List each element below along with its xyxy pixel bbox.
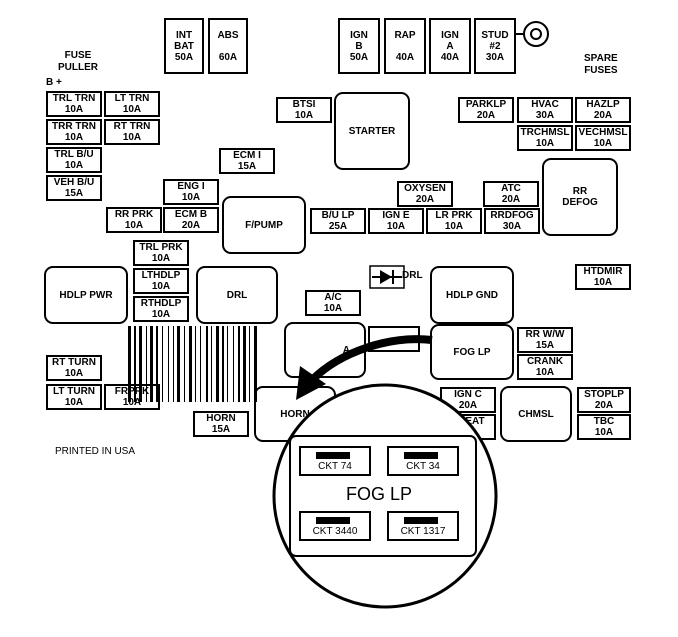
fuse-vechmsl: VECHMSL 10A bbox=[575, 125, 631, 151]
fuse-hazlp: HAZLP 20A bbox=[575, 97, 631, 123]
fuse-trl-trn: TRL TRN 10A bbox=[46, 91, 102, 117]
fuse-trchmsl: TRCHMSL 10A bbox=[517, 125, 573, 151]
fuse-parklp: PARKLP 20A bbox=[458, 97, 514, 123]
fuse-stoplp: STOPLP 20A bbox=[577, 387, 631, 413]
zoom-ckt-3440: CKT 3440 bbox=[312, 526, 358, 537]
callout-arrowhead bbox=[296, 366, 326, 400]
fuse-lr-prk: LR PRK 10A bbox=[426, 208, 482, 234]
zoom-ckt-1317: CKT 1317 bbox=[400, 526, 446, 537]
fuse-ign-b: IGN B 50A bbox=[338, 18, 380, 74]
fuse-ign-e: IGN E 10A bbox=[368, 208, 424, 234]
fuse-ecm-b: ECM B 20A bbox=[163, 207, 219, 233]
relay-fpump: F/PUMP bbox=[222, 196, 306, 254]
zoom-terminal-tr bbox=[387, 446, 459, 476]
fuse-bu-lp: B/U LP 25A bbox=[310, 208, 366, 234]
fuse-rr-ww: RR W/W 15A bbox=[517, 327, 573, 353]
fuse-a-c: A/C 10A bbox=[305, 290, 361, 316]
callout-arrow bbox=[309, 335, 433, 383]
zoom-ckt-74: CKT 74 bbox=[318, 461, 352, 472]
fuse-lt-turn: LT TURN 10A bbox=[46, 384, 102, 410]
zoom-title: FOG LP bbox=[345, 484, 412, 504]
fuse-btsi: BTSI 10A bbox=[276, 97, 332, 123]
fuse-rr-prk: RR PRK 10A bbox=[106, 207, 162, 233]
zoom-terminal-tl bbox=[299, 446, 371, 476]
zoom-terminal-br bbox=[387, 511, 459, 541]
relay-chmsl: CHMSL bbox=[500, 386, 572, 442]
fuse-puller-label: FUSE PULLER bbox=[58, 50, 98, 73]
fuse-atc: ATC 20A bbox=[483, 181, 539, 207]
fuse-abs: ABS 60A bbox=[208, 18, 248, 74]
b-plus-label: B + bbox=[46, 77, 62, 88]
fuse-ign-a: IGN A 40A bbox=[429, 18, 471, 74]
fuse-tbc: TBC 10A bbox=[577, 414, 631, 440]
zoom-terminal-bl bbox=[299, 511, 371, 541]
fuse-rthdlp: RTHDLP 10A bbox=[133, 296, 189, 322]
spare-fuses-label: SPARE FUSES bbox=[584, 53, 618, 76]
fuse-lthdlp: LTHDLP 10A bbox=[133, 268, 189, 294]
fuse-trl-prk: TRL PRK 10A bbox=[133, 240, 189, 266]
relay-rr-defog: RR DEFOG bbox=[542, 158, 618, 236]
relay-drl: DRL bbox=[196, 266, 278, 324]
fuse-stud-2: STUD #2 30A bbox=[474, 18, 516, 74]
printed-in-usa-label: PRINTED IN USA bbox=[55, 446, 136, 457]
fuse-htdmir: HTDMIR 10A bbox=[575, 264, 631, 290]
fuse-int-bat: INT BAT 50A bbox=[164, 18, 204, 74]
barcode bbox=[128, 326, 257, 402]
fuse-crank: CRANK 10A bbox=[517, 354, 573, 380]
fuse-eng-i: ENG I 10A bbox=[163, 179, 219, 205]
zoom-ckt-34: CKT 34 bbox=[406, 461, 440, 472]
fuse-oxysen: OXYSEN 20A bbox=[397, 181, 453, 207]
fuse-hvac: HVAC 30A bbox=[517, 97, 573, 123]
fuse-ign-c: IGN C 20A bbox=[440, 387, 496, 413]
fuse-rap: RAP 40A bbox=[384, 18, 426, 74]
drl-diode-label: DRL bbox=[402, 270, 423, 281]
drl-diode-icon bbox=[369, 265, 405, 289]
fuse-horn: HORN 15A bbox=[193, 411, 249, 437]
fuse-rt-trn: RT TRN 10A bbox=[104, 119, 160, 145]
fuse-veh-bu: VEH B/U 15A bbox=[46, 175, 102, 201]
fuse-ecm-i: ECM I 15A bbox=[219, 148, 275, 174]
relay-hdlp-pwr: HDLP PWR bbox=[44, 266, 128, 324]
fuse-lt-trn: LT TRN 10A bbox=[104, 91, 160, 117]
fuse-rt-turn: RT TURN 10A bbox=[46, 355, 102, 381]
relay-fog-lp: FOG LP bbox=[430, 324, 514, 380]
fuse-rrdfog: RRDFOG 30A bbox=[484, 208, 540, 234]
fuse-trl-bu: TRL B/U 10A bbox=[46, 147, 102, 173]
relay-hdlp-gnd: HDLP GND bbox=[430, 266, 514, 324]
relay-starter: STARTER bbox=[334, 92, 410, 170]
fuse-trr-trn: TRR TRN 10A bbox=[46, 119, 102, 145]
stud-terminal bbox=[516, 21, 549, 47]
